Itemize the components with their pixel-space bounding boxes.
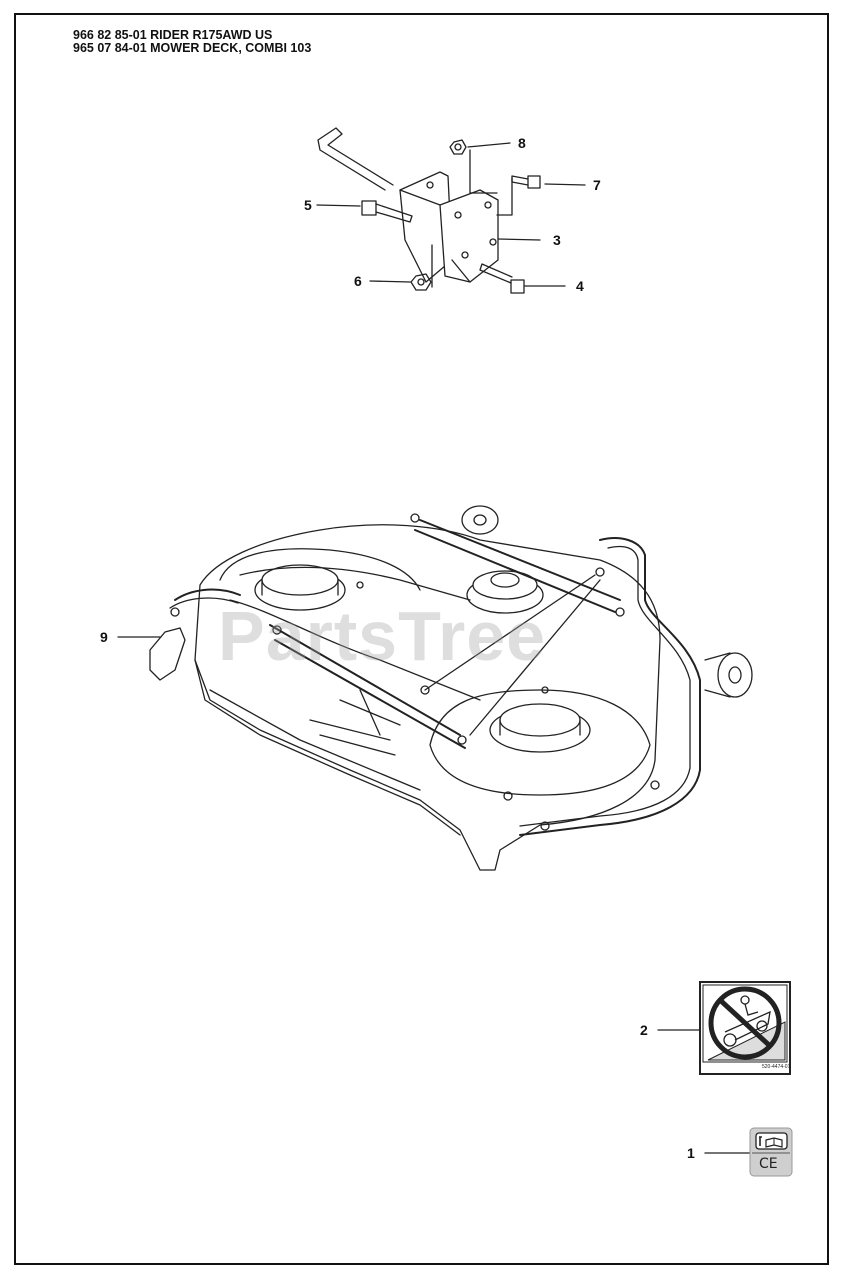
callout-2: 2	[640, 1022, 648, 1038]
nut-8	[449, 139, 467, 155]
callout-8: 8	[518, 135, 526, 151]
no-slope-decal	[699, 981, 791, 1075]
callout-4: 4	[576, 278, 584, 294]
callout-6: 6	[354, 273, 362, 289]
bolt-4	[479, 263, 525, 294]
deck-title: 965 07 84-01 MOWER DECK, COMBI 103	[73, 41, 312, 55]
page-header: 966 82 85-01 RIDER R175AWD US 965 07 84-…	[73, 29, 311, 55]
model-title: 966 82 85-01 RIDER R175AWD US	[73, 28, 273, 42]
decal-code: 520-4474-01	[762, 1064, 791, 1070]
watermark: PartsTree	[218, 597, 547, 675]
mower-deck	[149, 505, 753, 871]
callout-7: 7	[593, 177, 601, 193]
callout-5: 5	[304, 197, 312, 213]
nut-6	[410, 273, 432, 291]
callout-3: 3	[553, 232, 561, 248]
bolt-5	[361, 200, 413, 223]
ce-mark: CE	[759, 1156, 778, 1172]
callout-9: 9	[100, 629, 108, 645]
page-frame	[14, 13, 829, 1265]
callout-1: 1	[687, 1145, 695, 1161]
manual-ce-decal	[749, 1127, 793, 1177]
bracket-assembly	[317, 127, 541, 294]
bolt-7	[511, 175, 541, 189]
